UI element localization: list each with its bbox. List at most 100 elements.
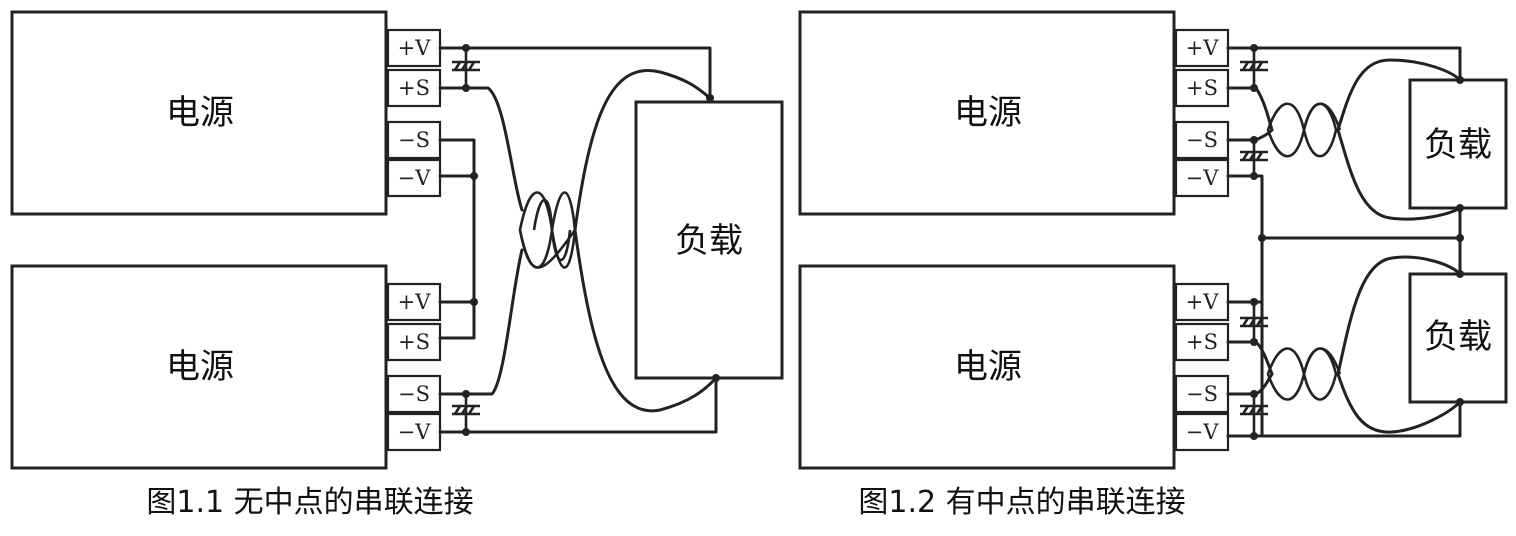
load: 负载	[634, 100, 784, 380]
terminal-plus-v	[1174, 282, 1230, 322]
figure-1-1: 电源 +V +S −S −V 电源 +V +S −S −V 负载	[10, 10, 784, 520]
junction-dot	[1456, 234, 1464, 242]
junction-dot	[712, 374, 720, 382]
wire-minus-s-1	[1226, 128, 1274, 142]
twisted-pair	[550, 229, 572, 262]
junction-dot	[462, 84, 470, 92]
junction-dot	[462, 428, 470, 436]
terminal-minus-v	[386, 158, 442, 198]
figure-caption: 图1.1 无中点的串联连接	[146, 485, 473, 520]
capacitor	[452, 48, 480, 88]
power-supply-box	[798, 10, 1176, 216]
wire-sense-minus-load	[573, 228, 718, 413]
wire-sense-load1-top	[1336, 58, 1462, 132]
capacitor	[1240, 140, 1268, 176]
junction-dot	[1456, 204, 1464, 212]
terminal-label: +S	[398, 330, 430, 354]
power-supply-1: 电源 +V +S −S −V	[10, 10, 442, 216]
terminal-minus-s	[386, 374, 442, 414]
twisted-pair	[1302, 102, 1342, 131]
power-supply-label: 电源	[166, 93, 234, 133]
terminal-label: +S	[398, 76, 430, 100]
wire-midpoint-bus	[438, 138, 476, 340]
junction-dot	[462, 390, 470, 398]
figure-1-2: 电源 +V +S −S −V 电源 +V +S −S −V 负载	[798, 10, 1508, 520]
wire-midpoint-to-load1	[1260, 206, 1462, 240]
terminal-label: −V	[1186, 166, 1220, 190]
capacitor	[1240, 302, 1268, 342]
terminal-minus-v	[386, 412, 442, 452]
twisted-pair	[1266, 347, 1338, 401]
terminal-minus-s	[1174, 374, 1230, 414]
power-supply-box	[798, 264, 1176, 470]
terminal-plus-s	[386, 322, 442, 362]
power-supply-label: 电源	[954, 347, 1022, 387]
load-label: 负载	[1424, 125, 1492, 165]
terminal-label: +S	[1186, 76, 1218, 100]
load-box	[1408, 78, 1508, 210]
terminal-label: −S	[1186, 382, 1218, 406]
terminal-label: −V	[1186, 420, 1220, 444]
terminal-label: −V	[398, 420, 432, 444]
power-supply-1: 电源 +V +S −S −V	[798, 10, 1230, 216]
terminal-plus-s	[386, 68, 442, 108]
wire-plus-s	[438, 86, 524, 212]
junction-dot	[706, 94, 714, 102]
wire-plus-s-2	[1226, 340, 1274, 376]
load-label: 负载	[675, 221, 743, 261]
junction-dot	[1250, 172, 1258, 180]
twisted-pair	[1302, 347, 1342, 375]
power-supply-label: 电源	[166, 347, 234, 387]
terminal-label: +S	[1186, 330, 1218, 354]
power-supply-label: 电源	[954, 93, 1022, 133]
junction-dot	[1250, 298, 1258, 306]
capacitor	[1240, 48, 1268, 88]
capacitor	[452, 394, 480, 432]
terminal-label: −S	[398, 128, 430, 152]
wire-sense-load1-bottom	[1336, 128, 1462, 221]
twisted-pair	[532, 198, 554, 231]
junction-dot	[470, 298, 478, 306]
junction-dot	[1258, 234, 1266, 242]
power-supply-2: 电源 +V +S −S −V	[10, 264, 442, 470]
terminal-label: +V	[1186, 290, 1220, 314]
wire-minus-s-2	[1226, 372, 1274, 396]
wire-plus-v-1	[1226, 46, 1462, 82]
terminal-label: −S	[1186, 128, 1218, 152]
junction-dot	[1250, 136, 1258, 144]
junction-dot	[1250, 390, 1258, 398]
junction-dot	[1250, 84, 1258, 92]
twisted-pair	[1266, 102, 1338, 158]
load-box	[634, 100, 784, 380]
wire-minus-s-2	[438, 248, 524, 396]
junction-dot	[1250, 432, 1258, 440]
terminal-label: +V	[398, 290, 432, 314]
junction-dot	[1250, 44, 1258, 52]
junction-dot	[1250, 338, 1258, 346]
terminal-minus-v	[1174, 158, 1230, 198]
wire-midpoint-trunk	[1226, 174, 1264, 438]
terminal-plus-v	[1174, 28, 1230, 68]
junction-dot	[1456, 76, 1464, 84]
wire-sense-plus-load	[573, 69, 712, 232]
wire-plus-v	[438, 46, 712, 100]
power-supply-box	[10, 10, 388, 216]
load-label: 负载	[1424, 317, 1492, 357]
wire-minus-v-2	[1226, 400, 1462, 438]
terminal-label: +V	[398, 36, 432, 60]
wire-minus-v-2	[438, 378, 718, 434]
junction-dot	[462, 44, 470, 52]
wire-sense-load2-top	[1336, 255, 1462, 376]
wiring	[1226, 44, 1464, 440]
capacitor	[1240, 394, 1268, 436]
power-supply-box	[10, 264, 388, 470]
terminal-minus-s	[1174, 120, 1230, 160]
junction-dot	[1456, 398, 1464, 406]
terminal-minus-v	[1174, 412, 1230, 452]
wire-plus-s-1	[1226, 86, 1274, 132]
figure-caption: 图1.2 有中点的串联连接	[858, 485, 1185, 520]
terminal-plus-v	[386, 282, 442, 322]
power-supply-2: 电源 +V +S −S −V	[798, 264, 1230, 470]
junction-dot	[470, 172, 478, 180]
wiring	[438, 44, 720, 436]
